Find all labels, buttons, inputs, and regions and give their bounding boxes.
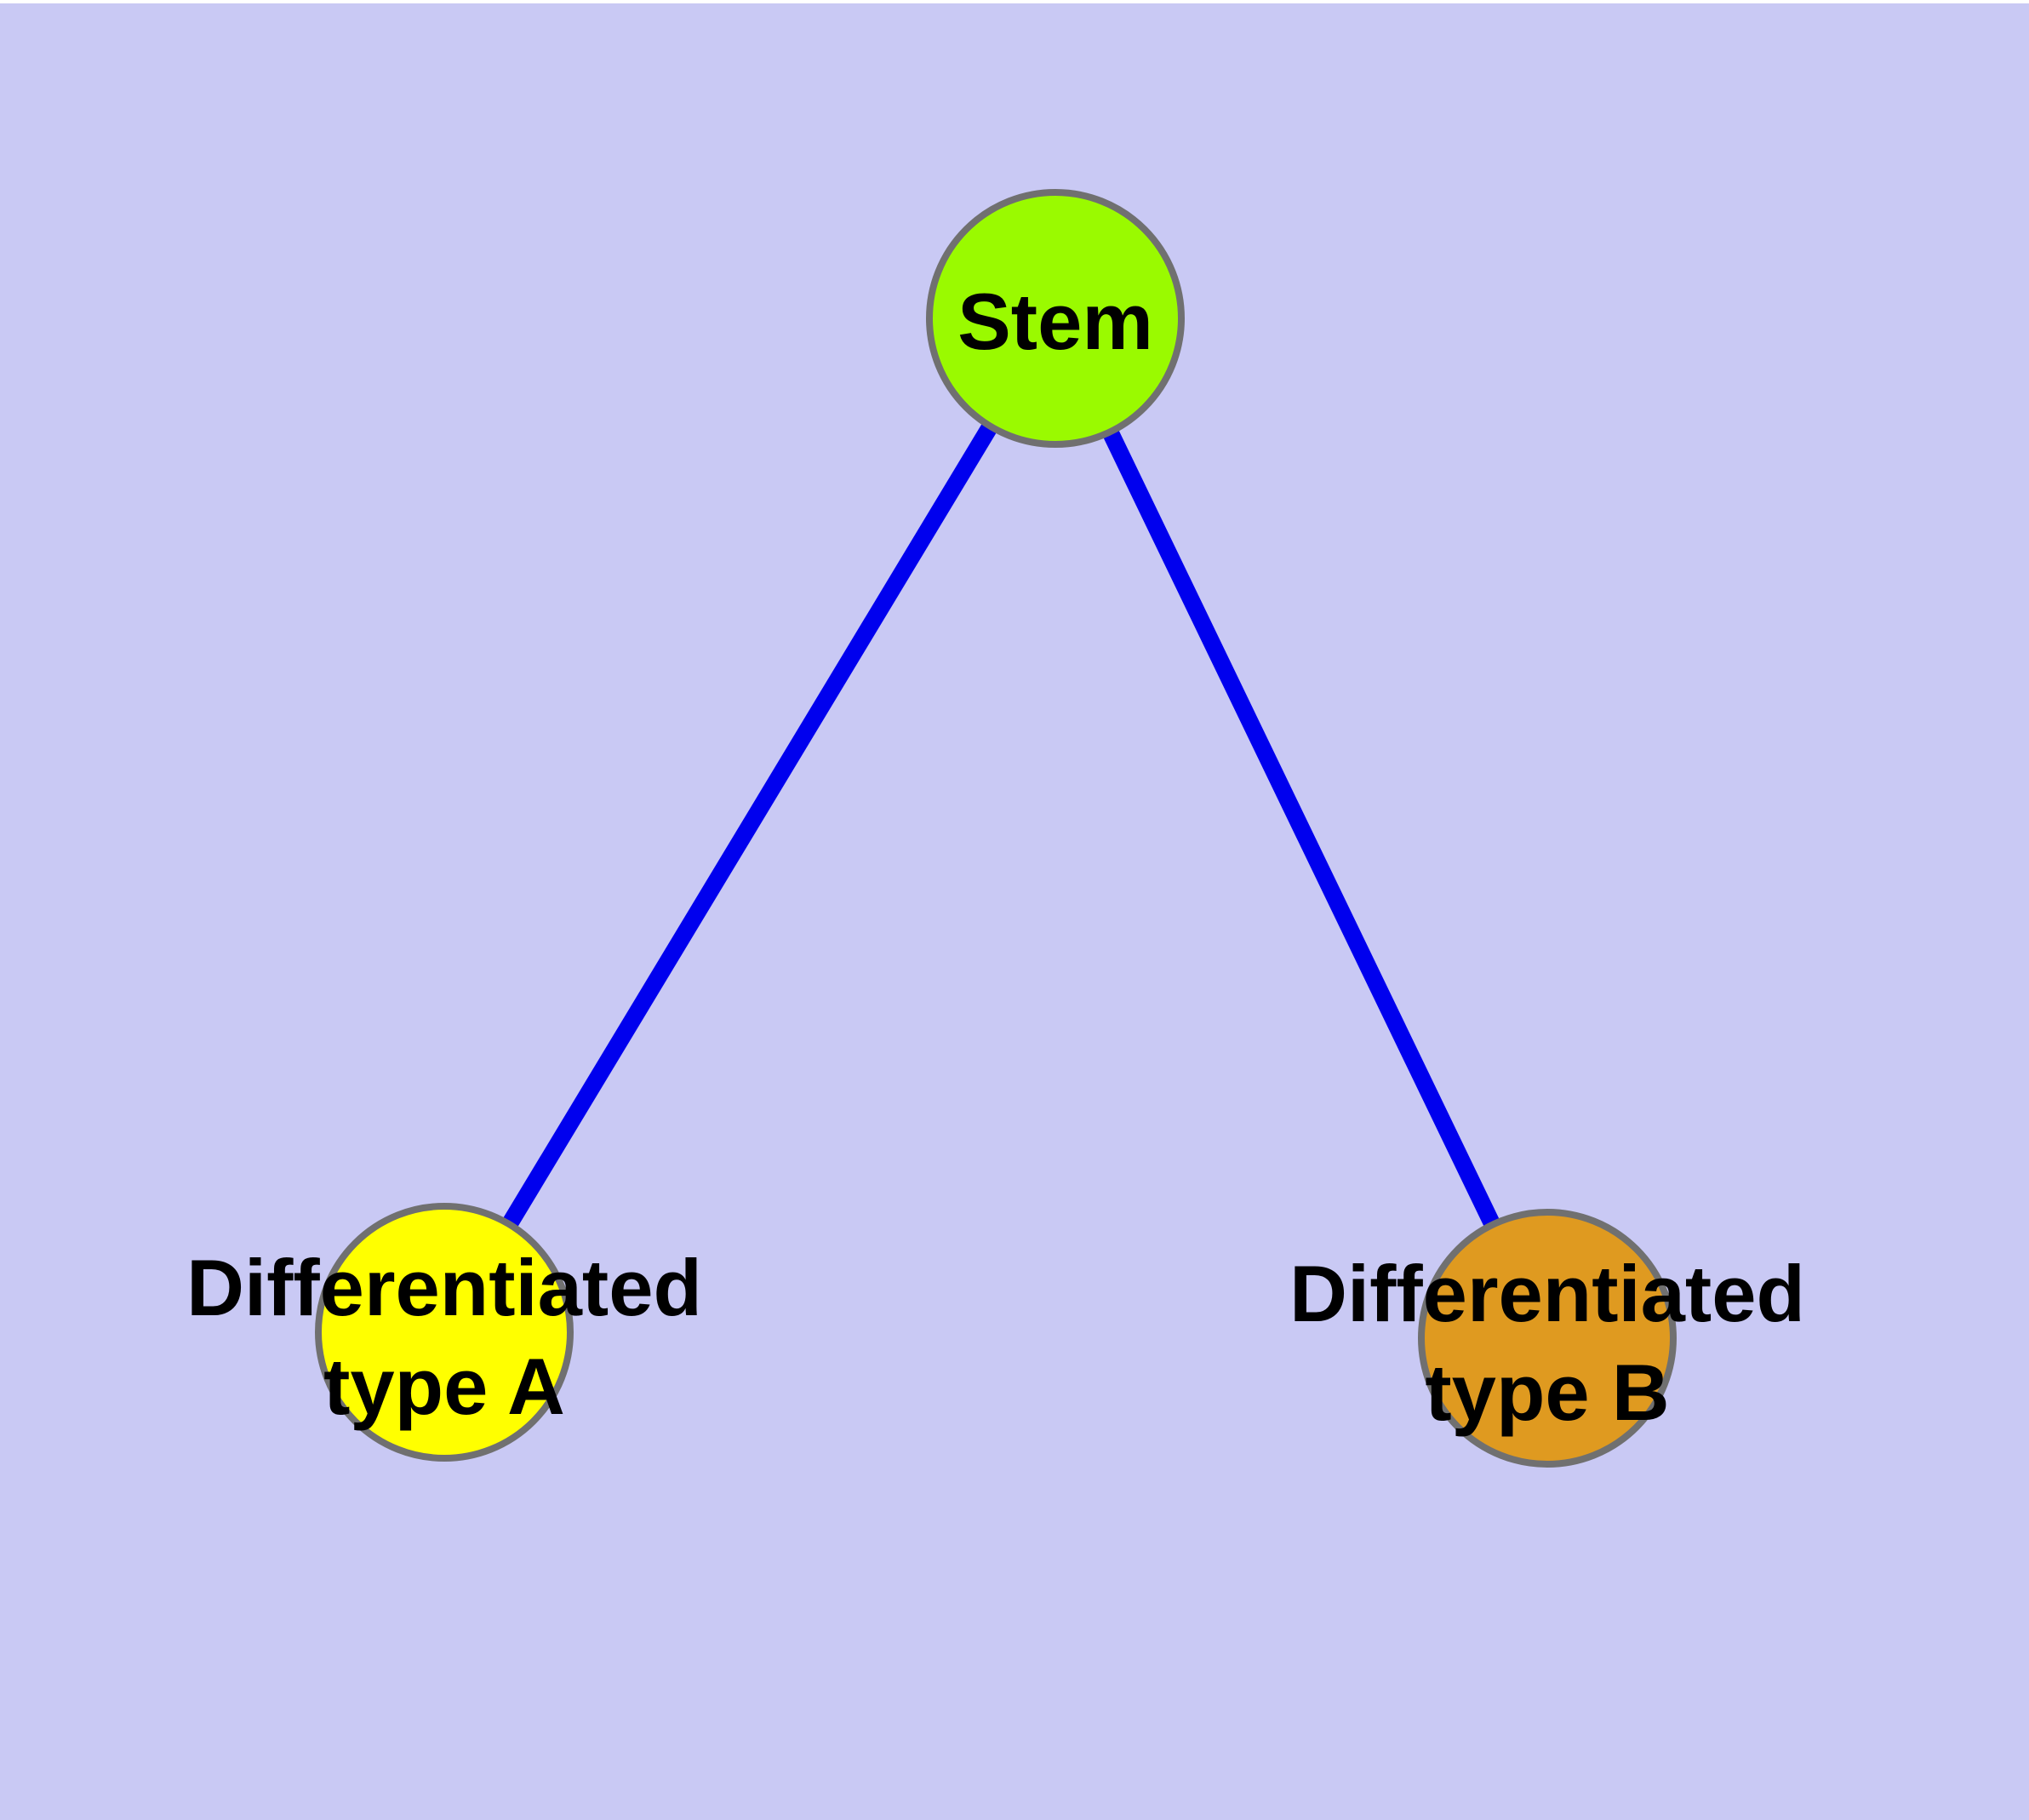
edge-stem-to-type-b bbox=[1047, 314, 1556, 1342]
node-stem-label: Stem bbox=[957, 277, 1153, 366]
node-differentiated-type-a-label-line1: Differentiated bbox=[186, 1243, 702, 1332]
node-differentiated-type-b-circle bbox=[1418, 1209, 1677, 1468]
edge-stem-to-type-a bbox=[437, 313, 1063, 1337]
node-differentiated-type-a: Differentiated type A bbox=[186, 1203, 702, 1462]
node-differentiated-type-a-label-line2: type A bbox=[323, 1342, 565, 1431]
node-differentiated-type-b-label-line1: Differentiated bbox=[1289, 1249, 1805, 1338]
node-differentiated-type-b-label-line2: type B bbox=[1425, 1348, 1669, 1437]
node-differentiated-type-b: Differentiated type B bbox=[1289, 1209, 1805, 1468]
node-differentiated-type-a-circle bbox=[315, 1203, 574, 1462]
node-stem-circle bbox=[926, 189, 1185, 448]
top-margin-strip bbox=[0, 0, 2029, 3]
node-stem: Stem bbox=[926, 189, 1185, 448]
